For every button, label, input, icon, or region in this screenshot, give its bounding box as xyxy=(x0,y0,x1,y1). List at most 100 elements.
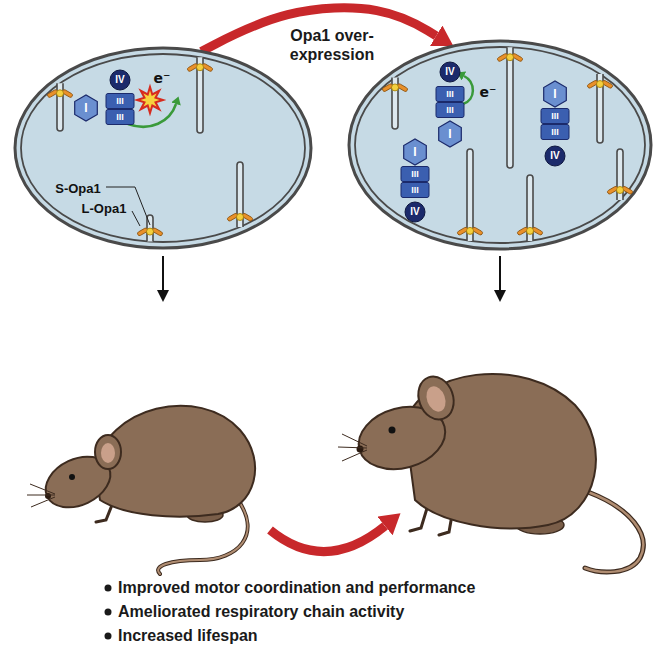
mouse-ear xyxy=(413,372,460,425)
opa1-label: S-Opa1 xyxy=(55,182,101,195)
crista xyxy=(57,83,63,131)
mouse-tail xyxy=(585,492,643,572)
complex-iii-shape xyxy=(401,167,429,182)
mouse-whiskers xyxy=(27,484,55,507)
complex-iii: III xyxy=(551,128,559,137)
opa1-label: L-Opa1 xyxy=(82,202,127,215)
complex-iii-shape xyxy=(106,94,134,109)
complex-iii-shape xyxy=(436,103,464,118)
s-opa1 xyxy=(597,81,604,88)
outer-membrane xyxy=(15,48,311,248)
opa1-protein xyxy=(137,227,163,236)
complex-iv-shape xyxy=(405,202,425,222)
mouse-body xyxy=(95,406,255,517)
complex-i: I xyxy=(413,146,416,158)
outer-membrane xyxy=(349,41,651,249)
opa1-protein xyxy=(382,83,408,92)
result-bullet: Increased lifespan xyxy=(118,626,258,646)
bullet-dot xyxy=(105,585,112,592)
s-opa1 xyxy=(617,187,624,194)
complex-iii: III xyxy=(551,112,559,121)
complex-i-shape xyxy=(75,95,98,121)
complex-iii-shape xyxy=(401,183,429,198)
edge-label: Opa1 over-expression xyxy=(262,26,402,64)
ros-burst xyxy=(137,87,163,113)
crista xyxy=(392,77,398,129)
complex-iv: IV xyxy=(115,75,124,85)
complex-iii: III xyxy=(446,90,454,99)
crista xyxy=(237,162,243,227)
mouse-eye xyxy=(389,427,396,434)
crista xyxy=(597,74,603,143)
s-opa1 xyxy=(237,213,244,220)
result-bullet: Improved motor coordination and performa… xyxy=(118,578,475,598)
bullet-dot xyxy=(105,633,112,640)
crista xyxy=(507,47,513,168)
complex-iv: IV xyxy=(550,151,559,161)
complex-iii: III xyxy=(116,113,124,122)
mouse-nose xyxy=(45,493,51,499)
complex-iv-shape xyxy=(545,146,565,166)
down-arrow xyxy=(162,256,164,290)
mouse-ear-inner xyxy=(423,384,449,415)
crista xyxy=(617,149,623,200)
mouse-whiskers xyxy=(338,434,367,461)
opa1-protein xyxy=(517,227,543,236)
improvement-arrow xyxy=(270,526,385,552)
young-mouse xyxy=(338,372,643,572)
s-opa1 xyxy=(527,227,534,234)
complex-i: I xyxy=(553,88,556,100)
s-opa1 xyxy=(197,64,204,71)
complex-iii: III xyxy=(411,170,419,179)
electron-label: e⁻ xyxy=(480,85,497,99)
complex-iii: III xyxy=(411,186,419,195)
opa1-protein xyxy=(47,89,73,98)
complex-iii-shape xyxy=(541,125,569,140)
electron-label: e⁻ xyxy=(154,71,171,85)
complex-i-shape xyxy=(404,139,427,165)
complex-iii-shape xyxy=(436,87,464,102)
s-opa1 xyxy=(57,90,64,97)
crista xyxy=(527,175,533,241)
mouse-leg xyxy=(96,505,112,522)
electron-flow-arrow xyxy=(128,104,176,127)
crista xyxy=(467,149,473,241)
complex-iv-shape xyxy=(440,62,460,82)
opa1-protein xyxy=(587,80,613,89)
down-arrow xyxy=(499,256,501,290)
s-opa1 xyxy=(467,227,474,234)
complex-i: I xyxy=(84,102,87,114)
inner-membrane xyxy=(21,54,305,242)
leader-line xyxy=(132,211,140,226)
complex-i-shape xyxy=(439,121,462,147)
complex-iii: III xyxy=(446,106,454,115)
crista xyxy=(197,57,203,133)
complex-iv: IV xyxy=(410,207,419,217)
s-opa1 xyxy=(147,228,154,235)
bullet-dot xyxy=(105,609,112,616)
mitochondrion: IVIIIIIIIe⁻S-Opa1L-Opa1 xyxy=(13,46,313,250)
complex-iv-shape xyxy=(110,70,130,90)
complex-iii-shape xyxy=(541,109,569,124)
mouse-ear-inner xyxy=(101,443,115,463)
complex-i: I xyxy=(448,128,451,140)
complex-i-shape xyxy=(544,81,567,107)
complex-iv: IV xyxy=(445,67,454,77)
mitochondrion-outline xyxy=(347,39,653,251)
mouse-ear xyxy=(95,435,121,469)
opa1-protein xyxy=(497,53,523,62)
mouse-nose xyxy=(357,446,364,453)
complex-iii: III xyxy=(116,97,124,106)
complex-iii-shape xyxy=(106,110,134,125)
opa1-protein xyxy=(457,227,483,236)
s-opa1 xyxy=(392,84,399,91)
inner-membrane xyxy=(355,47,645,243)
s-opa1 xyxy=(507,54,514,61)
mitochondrion: IVIIIIIIIe⁻IIIIIIIIVIIIIIIIIV xyxy=(347,39,653,251)
mouse-tail xyxy=(585,492,643,572)
opa1-protein xyxy=(227,213,253,222)
old-mouse xyxy=(27,406,255,574)
result-bullet: Ameliorated respiratory chain activity xyxy=(118,602,404,622)
opa1-protein xyxy=(607,186,633,195)
